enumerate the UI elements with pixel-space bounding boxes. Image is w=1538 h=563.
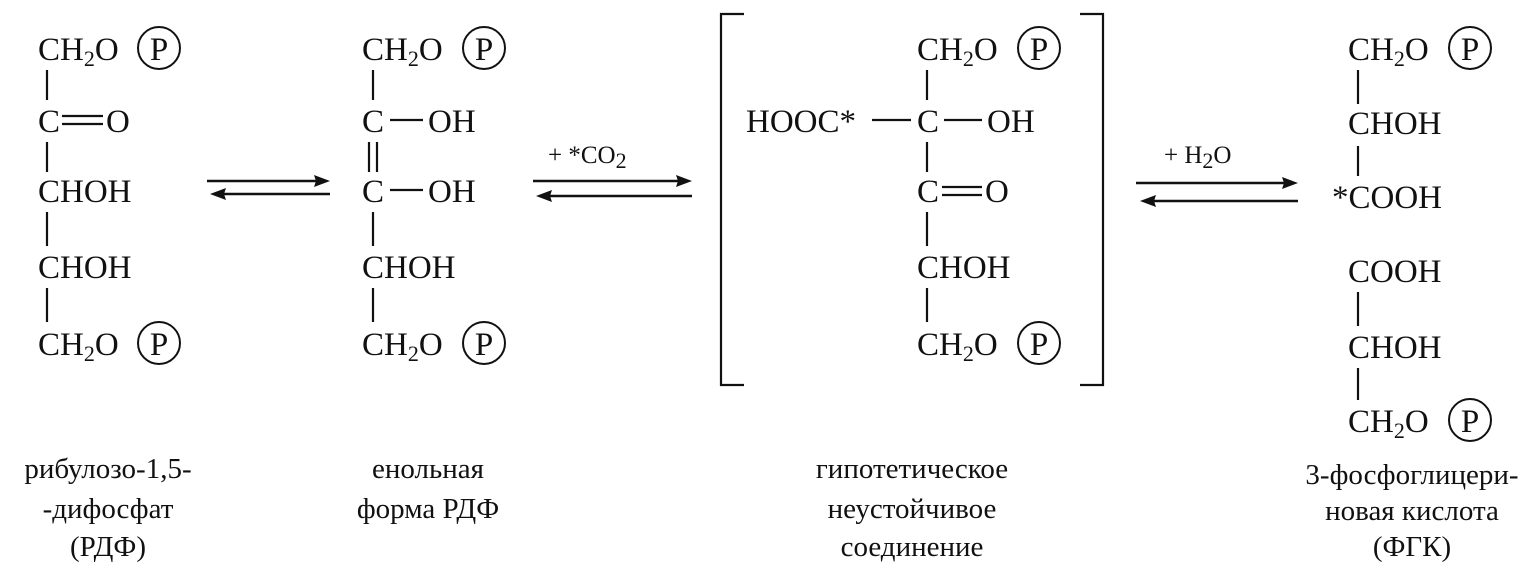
enol-top-subscript: 2 xyxy=(408,46,419,71)
equilibrium-arrow-1 xyxy=(207,175,330,200)
rdp-structure: CH2O P C O CHOH CHOH CH2O P рибулозо-1,5… xyxy=(24,26,192,563)
enol-top-carbon: CH xyxy=(362,32,408,68)
h2o-condition: + H xyxy=(1164,142,1202,169)
svg-text:CH2O: CH2O xyxy=(917,32,998,71)
enol-bottom-subscript: 2 xyxy=(408,341,419,366)
svg-text:CH2O: CH2O xyxy=(917,327,998,366)
enol-c3-oh: OH xyxy=(428,174,476,210)
rdp-chohm-1: CHOH xyxy=(38,174,132,210)
svg-text:+ H2O: + H2O xyxy=(1164,142,1231,173)
int-carboxyl: HOOC* xyxy=(746,104,856,140)
enol-c2-oh: OH xyxy=(428,104,476,140)
rdp-top-carbon: CH xyxy=(38,32,84,68)
int-c3-oxygen: O xyxy=(985,174,1009,210)
svg-text:CH2O: CH2O xyxy=(1348,32,1429,71)
enol-label-line-1: енольная xyxy=(372,453,484,485)
pga-a-top-carbon: CH xyxy=(1348,32,1394,68)
int-c2-oh: OH xyxy=(987,104,1035,140)
co2-subscript: 2 xyxy=(616,148,627,173)
enol-bottom-carbon: CH xyxy=(362,327,408,363)
pga-a-carboxyl: *COOH xyxy=(1332,180,1442,216)
equilibrium-arrow-h2o: + H2O xyxy=(1136,142,1298,207)
svg-text:CH2O: CH2O xyxy=(38,32,119,71)
rdp-top-subscript: 2 xyxy=(84,46,95,71)
int-bottom-carbon: CH xyxy=(917,327,963,363)
int-top-oxygen: O xyxy=(974,32,998,68)
pga-label-line-1: 3-фосфоглицери- xyxy=(1305,459,1518,491)
svg-text:CH2O: CH2O xyxy=(362,327,443,366)
rdp-carbonyl-oxygen: O xyxy=(106,104,130,140)
int-label-line-2: неустойчивое xyxy=(828,493,997,525)
h2o-subscript: 2 xyxy=(1202,148,1213,173)
int-chohm: CHOH xyxy=(917,250,1011,286)
svg-text:+ *CO2: + *CO2 xyxy=(548,142,627,173)
rdp-bottom-carbon: CH xyxy=(38,327,84,363)
int-label-line-3: соединение xyxy=(841,531,984,563)
int-top-subscript: 2 xyxy=(963,46,974,71)
svg-text:CH2O: CH2O xyxy=(1348,404,1429,443)
left-bracket xyxy=(719,12,744,387)
rdp-chohm-2: CHOH xyxy=(38,250,132,286)
equilibrium-arrow-co2: + *CO2 xyxy=(533,142,692,202)
right-bracket xyxy=(1080,12,1105,387)
int-bottom-phosphate-label: P xyxy=(1030,327,1048,363)
rdp-carbonyl-carbon: C xyxy=(38,104,60,140)
enol-bottom-oxygen: O xyxy=(419,327,443,363)
rdp-top-oxygen: O xyxy=(95,32,119,68)
int-top-carbon: CH xyxy=(917,32,963,68)
pga-a-top-oxygen: O xyxy=(1405,32,1429,68)
pga-b-bottom-oxygen: O xyxy=(1405,404,1429,440)
pga-b-bottom-subscript: 2 xyxy=(1394,418,1405,443)
int-label-line-1: гипотетическое xyxy=(816,453,1008,485)
enol-c3: C xyxy=(362,174,384,210)
rdp-label-line-2: -дифосфат xyxy=(43,493,174,525)
pga-label-line-3: (ФГК) xyxy=(1373,531,1451,563)
rdp-bottom-subscript: 2 xyxy=(84,341,95,366)
int-bottom-oxygen: O xyxy=(974,327,998,363)
svg-text:CH2O: CH2O xyxy=(38,327,119,366)
int-top-phosphate-label: P xyxy=(1030,32,1048,68)
enol-bottom-phosphate-label: P xyxy=(475,327,493,363)
enol-top-oxygen: O xyxy=(419,32,443,68)
h2o-oxygen: O xyxy=(1213,142,1231,169)
enol-c2: C xyxy=(362,104,384,140)
pga-a-phosphate-label: P xyxy=(1461,32,1479,68)
co2-condition: + *CO xyxy=(548,142,616,169)
pga-b-phosphate-label: P xyxy=(1461,404,1479,440)
pga-a-top-subscript: 2 xyxy=(1394,46,1405,71)
rdp-label-line-3: (РДФ) xyxy=(70,531,146,563)
rdp-label-line-1: рибулозо-1,5- xyxy=(24,453,191,485)
rdp-bottom-phosphate-label: P xyxy=(150,327,168,363)
enol-chohm: CHOH xyxy=(362,250,456,286)
pga-b-carboxyl: COOH xyxy=(1348,254,1442,290)
pga-structure: CH2O P CHOH *COOH COOH CHOH CH2O P 3-фос… xyxy=(1305,26,1519,563)
enol-top-phosphate-label: P xyxy=(475,32,493,68)
enol-structure: CH2O P C OH C OH CHOH CH2O P енольная фо… xyxy=(357,26,506,525)
int-c3: C xyxy=(917,174,939,210)
int-bottom-subscript: 2 xyxy=(963,341,974,366)
svg-text:CH2O: CH2O xyxy=(362,32,443,71)
pga-a-chohm: CHOH xyxy=(1348,106,1442,142)
rdp-top-phosphate-label: P xyxy=(150,32,168,68)
pga-b-chohm: CHOH xyxy=(1348,330,1442,366)
pga-b-bottom-carbon: CH xyxy=(1348,404,1394,440)
int-c2: C xyxy=(917,104,939,140)
intermediate-structure: CH2O P HOOC* C OH C O CHOH CH2O P гипоте… xyxy=(719,12,1105,563)
enol-label-line-2: форма РДФ xyxy=(357,493,499,525)
pga-label-line-2: новая кислота xyxy=(1325,495,1499,527)
rdp-bottom-oxygen: O xyxy=(95,327,119,363)
